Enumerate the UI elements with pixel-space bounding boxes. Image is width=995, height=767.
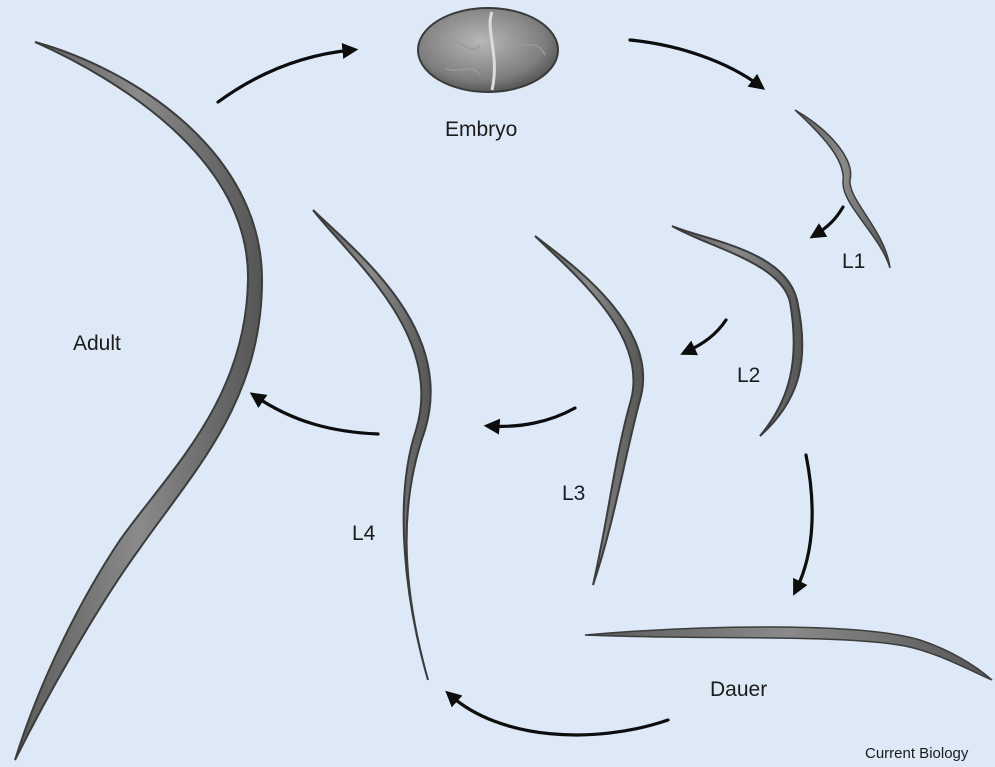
adult-label: Adult (73, 332, 121, 355)
l3-label: L3 (562, 482, 585, 505)
dauer-label: Dauer (710, 678, 767, 701)
l1-label: L1 (842, 250, 865, 273)
embryo-image (418, 8, 558, 92)
embryo-label: Embryo (445, 118, 517, 141)
l4-label: L4 (352, 522, 376, 545)
credit-text: Current Biology (865, 745, 969, 762)
l2-label: L2 (737, 364, 760, 387)
